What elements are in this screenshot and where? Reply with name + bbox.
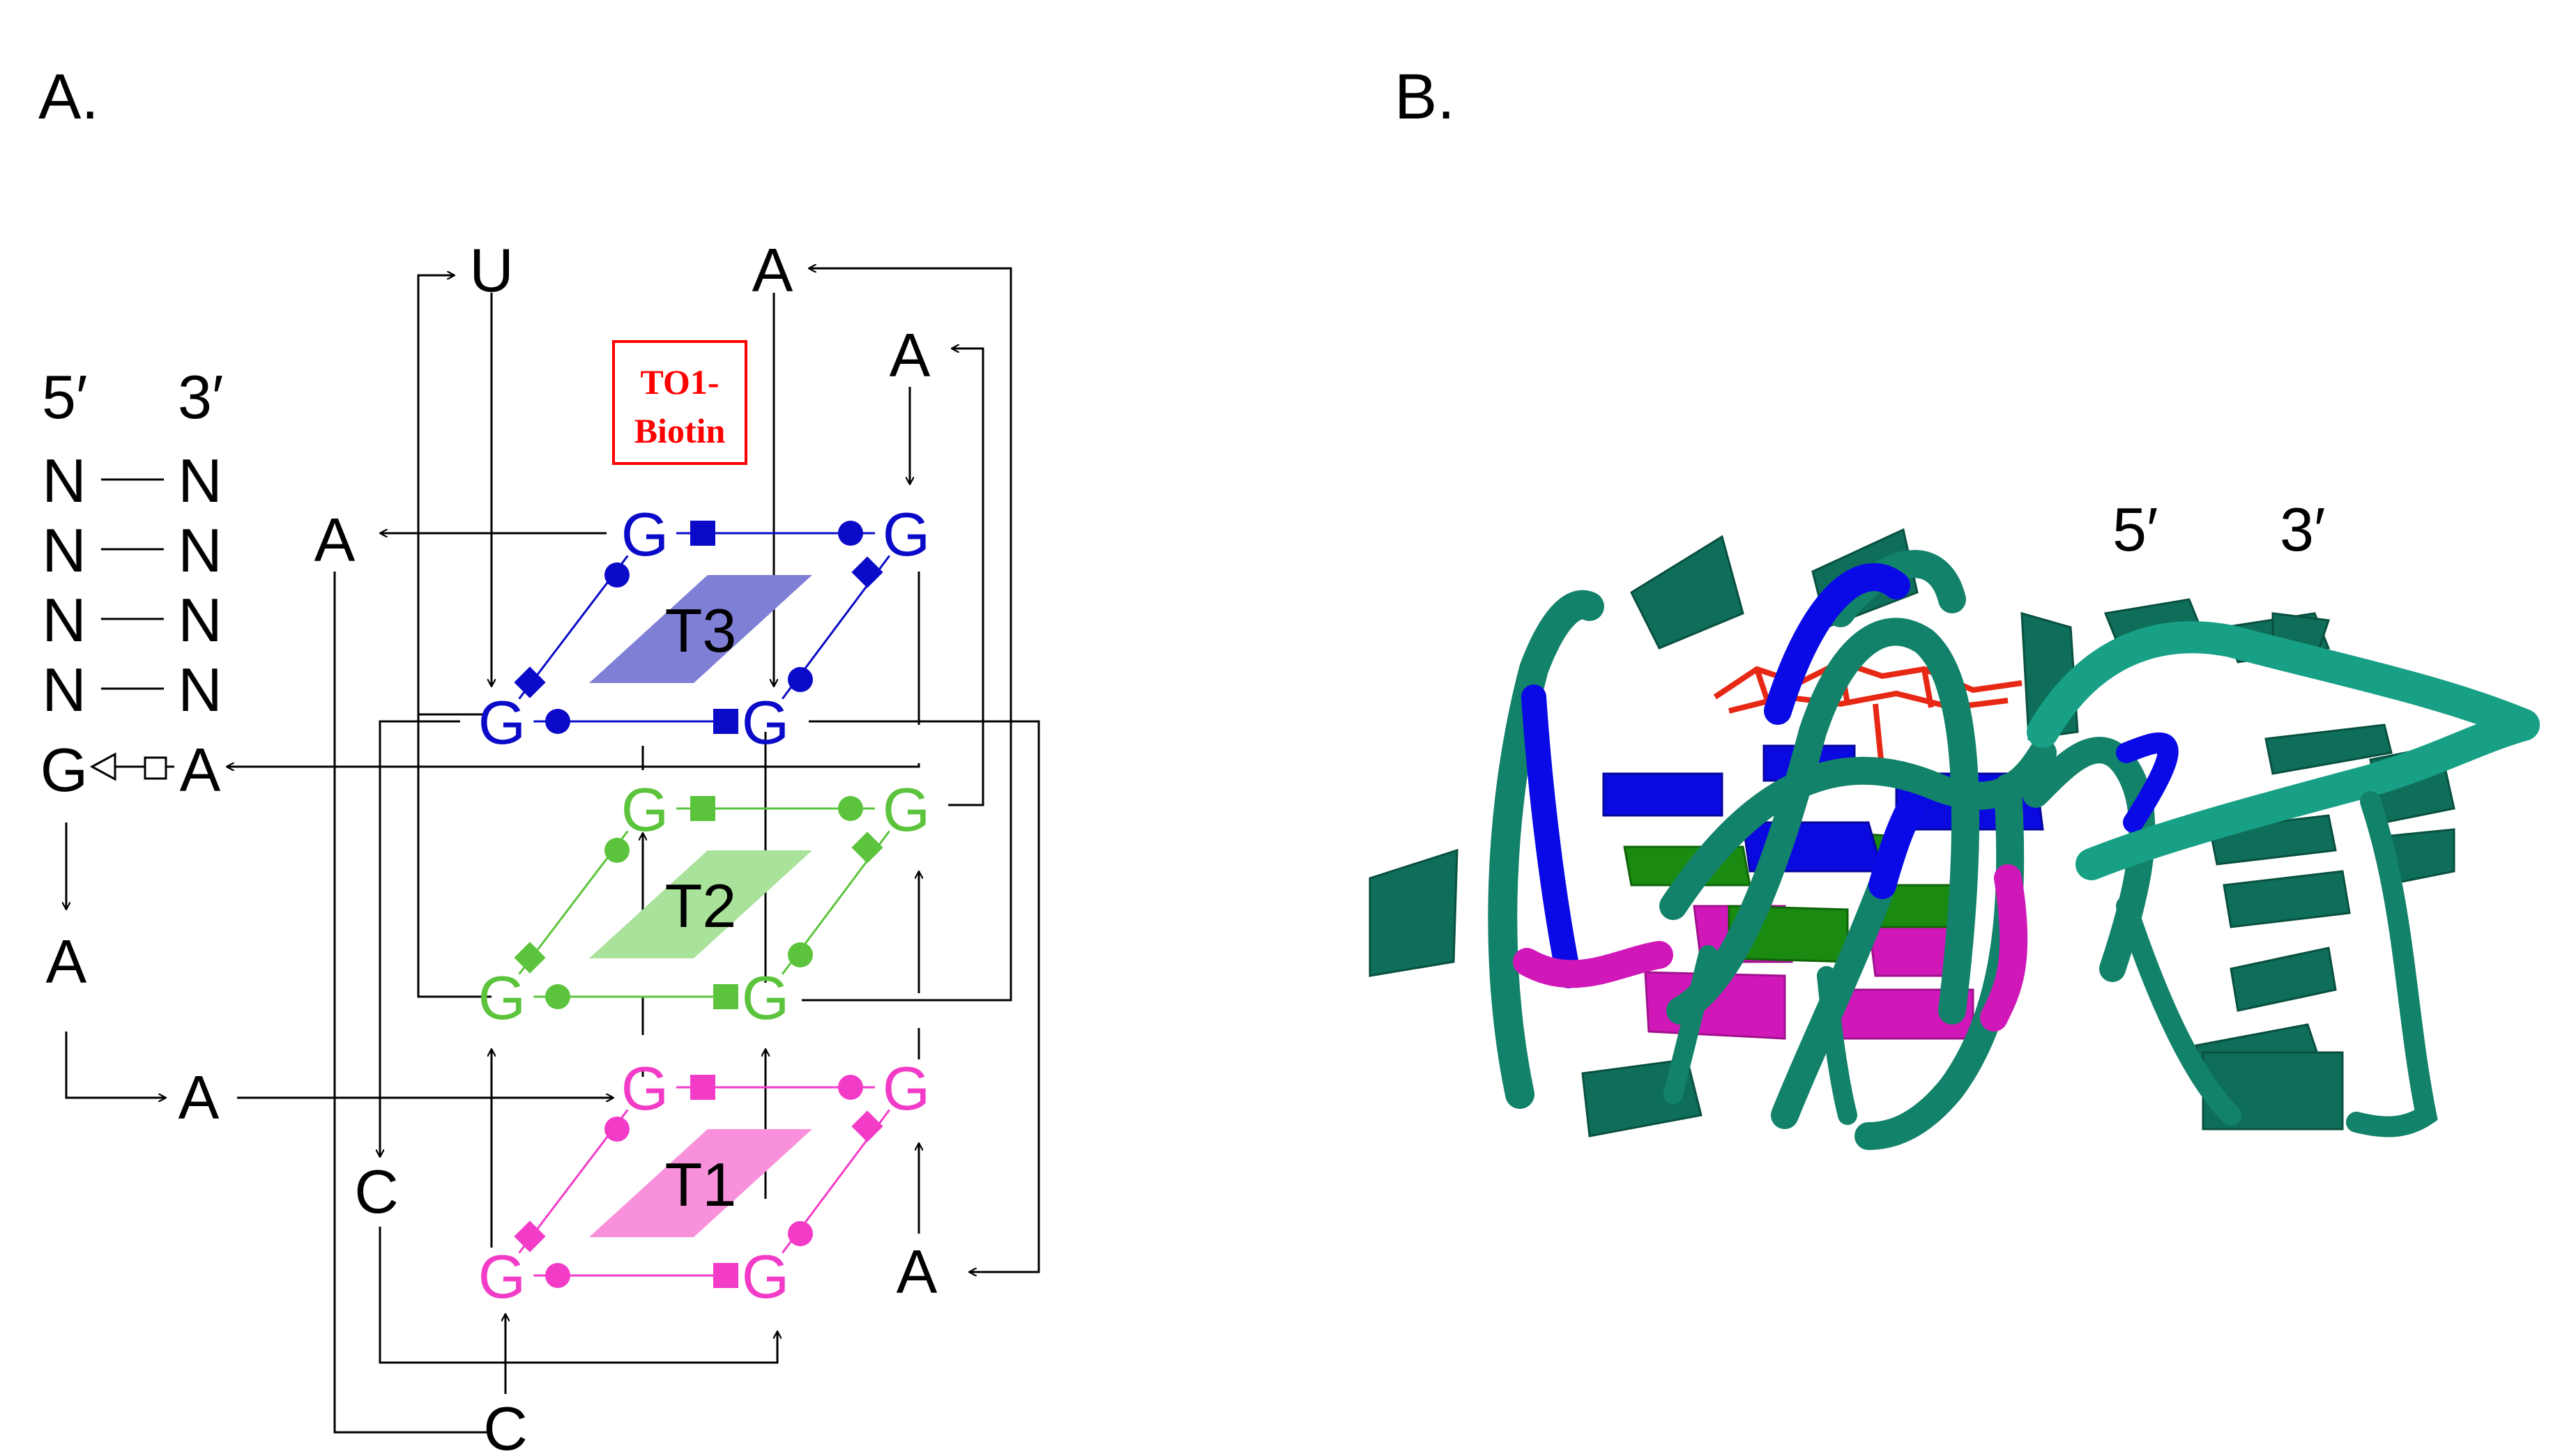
tetrad-label: T2 xyxy=(665,871,737,940)
tetrad-label: T3 xyxy=(665,596,737,665)
sugar-diamond-icon xyxy=(514,666,546,698)
tetrad-plane xyxy=(589,575,812,683)
nt-a-top: A xyxy=(752,236,793,305)
nt-a-left: A xyxy=(314,505,356,574)
panel-b-five-prime: 5′ xyxy=(2112,495,2158,564)
nt-a-mid: A xyxy=(178,1063,220,1132)
watson-crick-circle-icon xyxy=(545,984,570,1009)
loop-nucleotides: U A A A A A C A C xyxy=(46,236,938,1456)
nt-c-left: C xyxy=(354,1157,399,1226)
stem-nt-right: N xyxy=(178,585,222,654)
hoogsteen-square-icon xyxy=(690,796,715,821)
tetrad-base-g: G xyxy=(621,775,669,844)
sugar-diamond-icon xyxy=(514,942,546,974)
hoogsteen-square-icon xyxy=(690,1075,715,1100)
watson-crick-circle-icon xyxy=(604,562,630,588)
hoogsteen-square-icon xyxy=(144,756,167,780)
watson-crick-circle-icon xyxy=(838,796,863,821)
stem-nt-right: N xyxy=(178,446,222,515)
tetrad-base-g: G xyxy=(742,963,789,1032)
hoogsteen-square-icon xyxy=(713,709,738,734)
watson-crick-circle-icon xyxy=(604,838,630,863)
tetrad-base-g: G xyxy=(883,1054,930,1123)
tetrad-base-g: G xyxy=(883,500,930,569)
nt-c-bottom: C xyxy=(483,1394,528,1456)
structure-render xyxy=(1369,528,2540,1150)
watson-crick-circle-icon xyxy=(838,1075,863,1100)
watson-crick-circle-icon xyxy=(545,1263,570,1288)
sugar-edge-triangle-icon xyxy=(89,752,116,781)
backbone-ribbons xyxy=(1488,550,2540,1150)
stem-three-prime: 3′ xyxy=(178,362,223,431)
tetrad-base-g: G xyxy=(478,963,526,1032)
sugar-diamond-icon xyxy=(851,1110,883,1142)
hoogsteen-square-icon xyxy=(713,1263,738,1288)
sugar-diamond-icon xyxy=(514,1220,546,1252)
nt-a-stem-down: A xyxy=(46,927,87,996)
panel-a-label: A. xyxy=(38,61,99,132)
watson-crick-circle-icon xyxy=(788,667,813,692)
ligand-label-line1: TO1- xyxy=(641,362,719,401)
tetrad-base-g: G xyxy=(883,775,930,844)
panel-b-three-prime: 3′ xyxy=(2280,495,2325,564)
tetrad-base-g: G xyxy=(621,1054,669,1123)
stem-nt-left: N xyxy=(42,585,86,654)
stem-nt-left: N xyxy=(42,446,86,515)
tetrad-base-g: G xyxy=(621,500,669,569)
stem-nt-right: N xyxy=(178,655,222,724)
watson-crick-circle-icon xyxy=(604,1117,630,1142)
stem-nt-right: N xyxy=(178,516,222,585)
stem-five-prime: 5′ xyxy=(42,362,87,431)
tetrad-plane xyxy=(589,850,812,958)
nt-a-upper-right: A xyxy=(890,321,931,390)
watson-crick-circle-icon xyxy=(545,709,570,734)
nt-a-lower-right: A xyxy=(897,1237,938,1306)
ligand-label-line2: Biotin xyxy=(634,411,726,450)
ligand-label-box: TO1- Biotin xyxy=(612,340,747,465)
watson-crick-circle-icon xyxy=(838,521,863,546)
hoogsteen-square-icon xyxy=(690,521,715,546)
nt-u-top: U xyxy=(469,236,514,305)
stem-nt-left: N xyxy=(42,516,86,585)
stem-nt-left: N xyxy=(42,655,86,724)
tetrad-base-g: G xyxy=(742,1242,789,1311)
watson-crick-circle-icon xyxy=(788,1221,813,1246)
hoogsteen-square-icon xyxy=(713,984,738,1009)
sugar-diamond-icon xyxy=(851,556,883,588)
stem-closing-a: A xyxy=(180,735,221,804)
stem-closing-g: G xyxy=(40,735,88,804)
watson-crick-circle-icon xyxy=(788,942,813,967)
tetrad-plane xyxy=(589,1129,812,1237)
tetrad-base-g: G xyxy=(478,688,526,757)
tetrad-base-g: G xyxy=(478,1242,526,1311)
panel-b: B. 5′ 3′ xyxy=(1369,61,2540,1150)
sugar-diamond-icon xyxy=(851,832,883,864)
tetrad-base-g: G xyxy=(742,688,789,757)
tetrad-label: T1 xyxy=(665,1150,737,1219)
panel-b-label: B. xyxy=(1394,61,1455,132)
connection-lines xyxy=(66,268,1040,1434)
